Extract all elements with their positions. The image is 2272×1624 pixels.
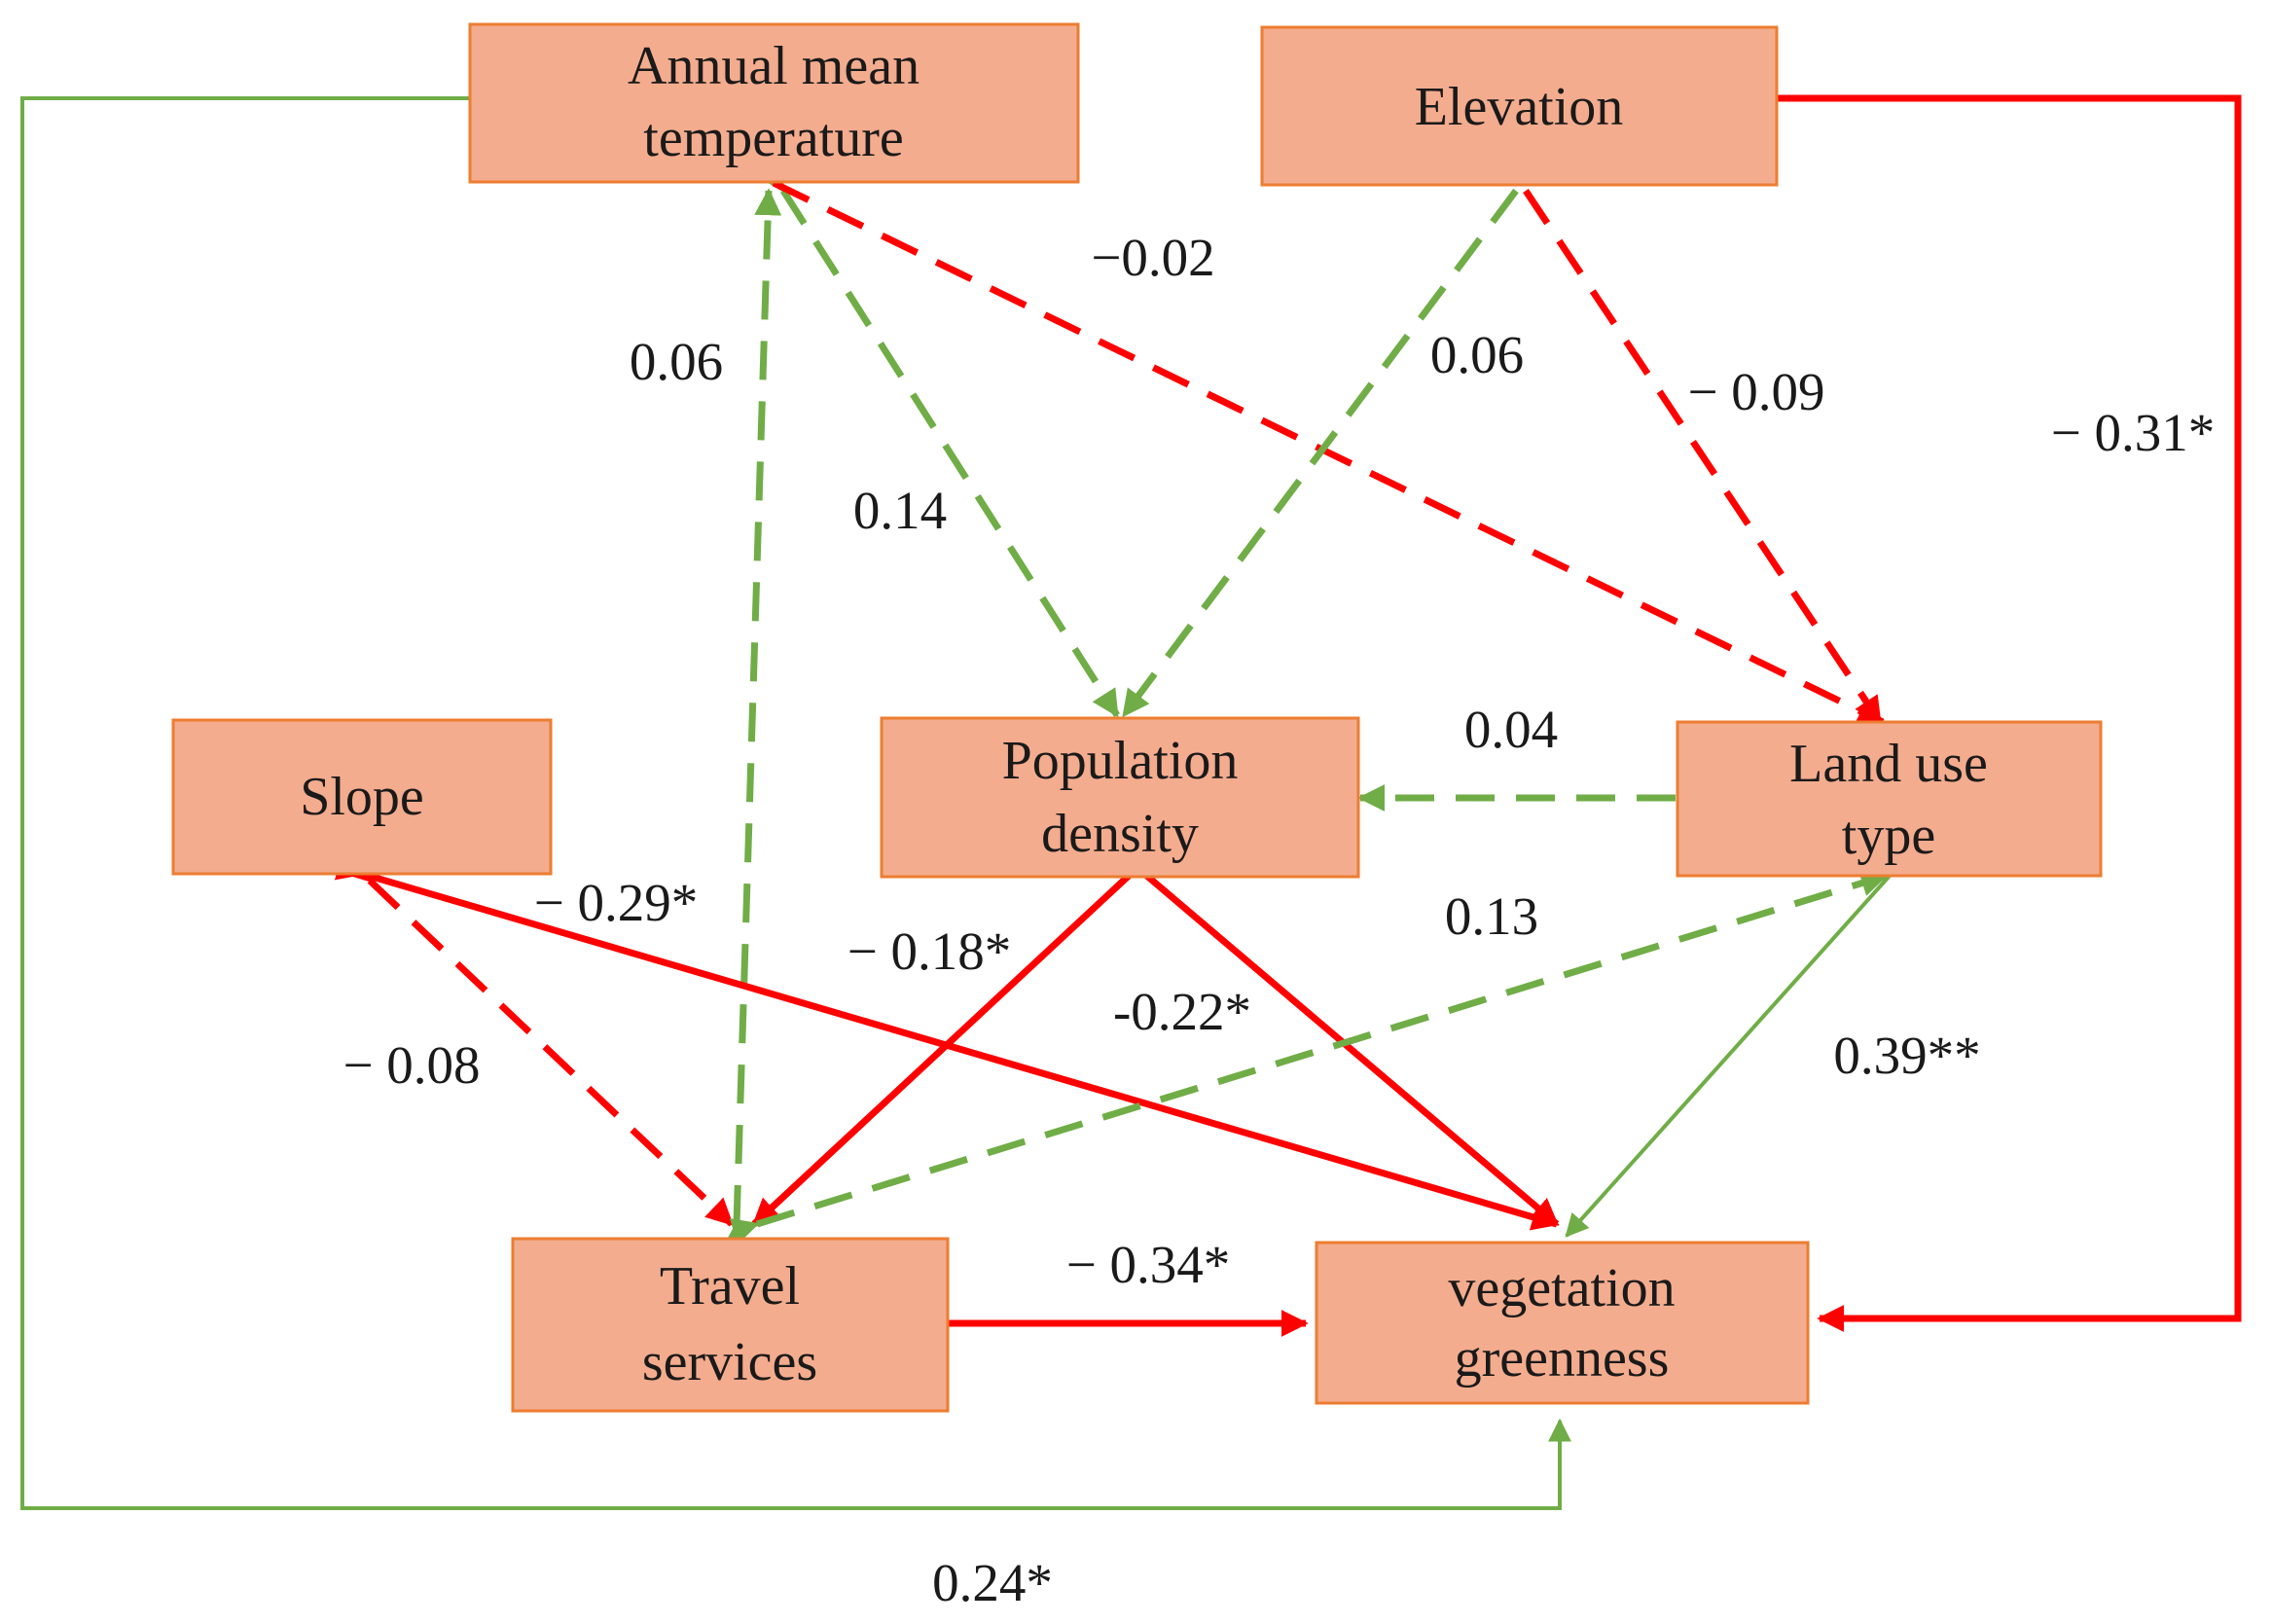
coef-slope-travel: − 0.08	[343, 1035, 480, 1095]
edge-elev-vegetation	[1777, 94, 2242, 1332]
coef-elev-population: 0.06	[1430, 325, 1524, 384]
node-travel-services-line1: Travel	[660, 1256, 800, 1317]
edge-elev-landuse	[1523, 189, 1883, 725]
edge-temp-travel	[722, 188, 782, 1249]
edge-landuse-vegetation	[1565, 874, 1892, 1238]
coef-temp-travel: 0.06	[630, 332, 723, 391]
edge-travel-landuse	[729, 870, 1889, 1245]
node-slope: Slope	[171, 718, 553, 876]
coef-elev-landuse: − 0.09	[1687, 362, 1824, 421]
coef-temp-vegetation: 0.24*	[932, 1553, 1053, 1612]
edge-slope-travel	[343, 853, 735, 1227]
coef-population-travel: − 0.18*	[847, 921, 1012, 981]
node-population-density-line2: density	[1041, 804, 1199, 864]
node-land-use-type-line2: type	[1842, 806, 1935, 866]
node-land-use-type-line1: Land use	[1789, 734, 1988, 794]
node-annual-mean-temperature-line1: Annual mean	[628, 36, 920, 96]
edge-temp-vegetation	[20, 96, 1571, 1510]
node-annual-mean-temperature: Annual mean temperature	[468, 22, 1080, 184]
node-travel-services: Travel services	[511, 1237, 950, 1413]
node-population-density: Population density	[880, 716, 1360, 879]
node-vegetation-greenness-line1: vegetation	[1448, 1258, 1675, 1318]
edge-temp-landuse	[772, 179, 1886, 726]
node-vegetation-greenness: vegetation greenness	[1315, 1241, 1810, 1405]
coef-elev-vegetation: − 0.31*	[2051, 403, 2216, 462]
coef-landuse-vegetation: 0.39**	[1833, 1026, 1980, 1085]
coef-temp-population: 0.14	[853, 481, 947, 540]
node-land-use-type: Land use type	[1676, 720, 2103, 878]
node-population-density-line1: Population	[1002, 731, 1239, 791]
edge-temp-population	[758, 162, 1120, 718]
edge-elev-population	[1121, 188, 1519, 718]
node-elevation: Elevation	[1260, 25, 1779, 187]
coef-population-vegetation: -0.22*	[1113, 982, 1251, 1041]
node-slope-label: Slope	[300, 767, 424, 827]
node-elevation-label: Elevation	[1415, 77, 1624, 137]
coef-temp-landuse: −0.02	[1091, 228, 1214, 287]
node-travel-services-line2: services	[642, 1332, 817, 1392]
node-vegetation-greenness-line2: greenness	[1455, 1328, 1670, 1389]
coef-travel-landuse: 0.13	[1445, 886, 1538, 946]
coef-landuse-population: 0.04	[1464, 700, 1558, 759]
coef-travel-vegetation: − 0.34*	[1066, 1235, 1231, 1294]
coef-slope-vegetation: − 0.29*	[534, 873, 699, 932]
node-annual-mean-temperature-line2: temperature	[643, 108, 903, 168]
